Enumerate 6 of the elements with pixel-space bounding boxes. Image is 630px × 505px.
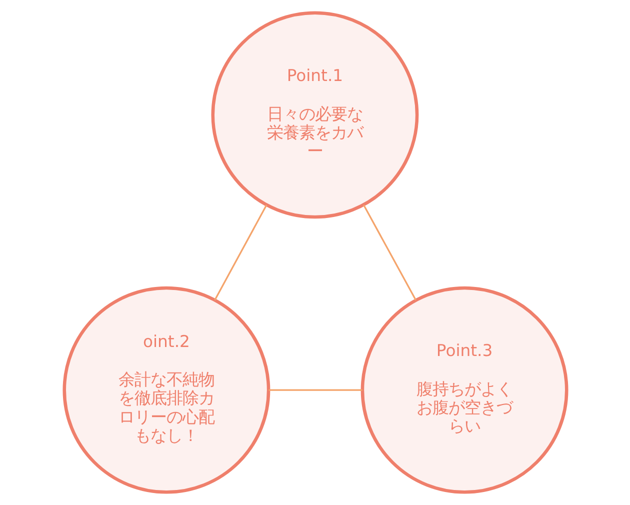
connector — [362, 204, 416, 300]
node-circle: Point.3 腹持ちがよくお腹が空きづらい — [360, 286, 568, 494]
connector — [268, 389, 362, 391]
node-circle: oint.2 余計な不純物を徹底排除カロリーの心配もなし！ — [62, 286, 270, 494]
connector — [214, 204, 267, 300]
node-circle: Point.1 日々の必要な栄養素をカバー — [210, 11, 418, 219]
